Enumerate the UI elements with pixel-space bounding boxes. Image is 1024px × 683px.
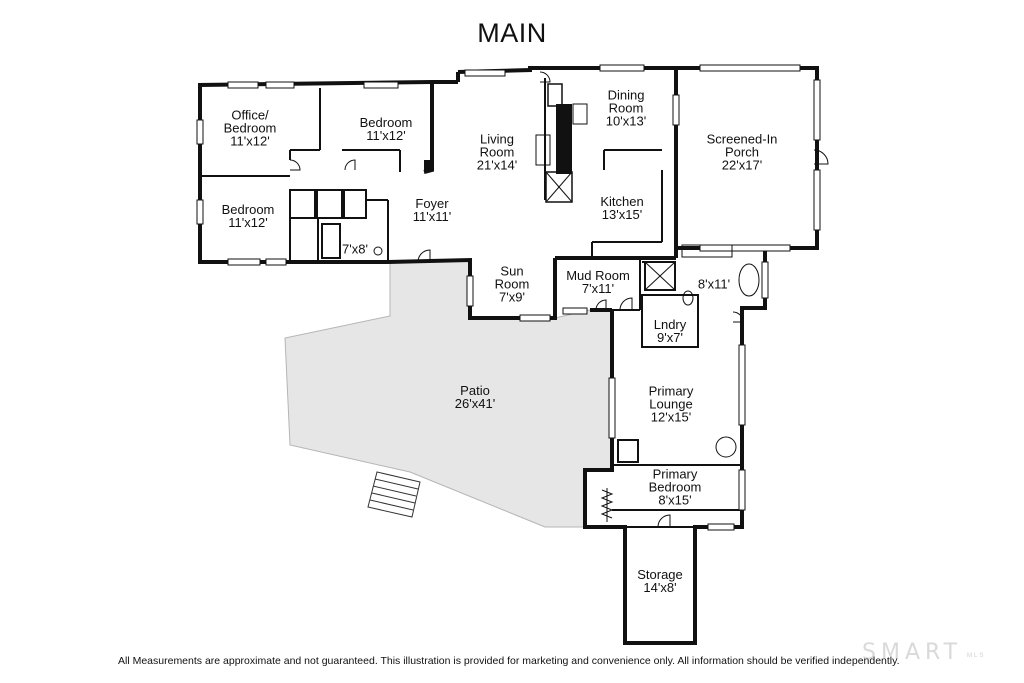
room-name: Office/ Bedroom — [223, 107, 277, 136]
patio-stairs — [367, 471, 421, 518]
room-name: Screened-In Porch — [706, 131, 778, 160]
room-storage: Storage 14'x8' — [637, 568, 683, 594]
room-size: 11'x11' — [412, 209, 452, 224]
bath-fixtures — [373, 244, 760, 458]
room-size: 7'x9' — [499, 289, 525, 305]
room-size: 9'x7' — [657, 330, 683, 345]
room-name: Foyer — [415, 196, 449, 211]
room-size: 11'x12' — [366, 128, 406, 143]
room-size: 10'x13' — [605, 113, 647, 129]
room-dining: Dining Room 10'x13' — [606, 89, 646, 128]
room-name: Primary Lounge — [648, 383, 694, 412]
room-size: 8'x11' — [697, 276, 731, 292]
room-name: Lndry — [653, 317, 687, 332]
room-mud: Mud Room 7'x11' — [566, 269, 630, 295]
room-size: 13'x15' — [601, 207, 643, 222]
room-size: 7'x8' — [342, 241, 368, 257]
room-bath-small: 7'x8' — [342, 243, 368, 256]
room-size: 8'x15' — [658, 492, 692, 508]
room-bedroom-south: Bedroom 11'x12' — [222, 203, 275, 229]
brand-logo-sub: MLS — [967, 653, 986, 659]
room-size: 11'x12' — [228, 215, 268, 230]
room-size: 26'x41' — [454, 396, 496, 411]
room-name: Patio — [460, 383, 490, 398]
room-living: Living Room 21'x14' — [477, 133, 517, 172]
room-name: Dining Room — [607, 87, 645, 116]
room-primary-bath: 8'x11' — [698, 278, 730, 291]
room-office-bedroom: Office/ Bedroom 11'x12' — [224, 109, 277, 148]
room-sun: Sun Room 7'x9' — [495, 265, 530, 304]
room-kitchen: Kitchen 13'x15' — [600, 195, 643, 221]
patio-area — [284, 259, 613, 528]
door-swings — [289, 71, 829, 528]
room-primary-bedroom: Primary Bedroom 8'x15' — [649, 468, 702, 507]
brand-logo: SMART — [862, 640, 963, 665]
room-name: Mud Room — [566, 268, 630, 283]
room-size: 21'x14' — [476, 157, 518, 173]
room-size: 14'x8' — [643, 580, 677, 595]
room-screened-porch: Screened-In Porch 22'x17' — [707, 133, 778, 172]
disclaimer: All Measurements are approximate and not… — [118, 655, 900, 667]
room-size: 22'x17' — [721, 157, 763, 173]
room-primary-lounge: Primary Lounge 12'x15' — [649, 385, 694, 424]
room-name: Storage — [637, 567, 683, 582]
room-laundry: Lndry 9'x7' — [654, 318, 687, 344]
room-foyer: Foyer 11'x11' — [413, 197, 451, 223]
interior-walls — [200, 78, 742, 528]
room-name: Kitchen — [600, 194, 644, 209]
room-size: 7'x11' — [581, 281, 615, 296]
fireplace — [535, 83, 588, 203]
room-bedroom-north: Bedroom 11'x12' — [360, 116, 413, 142]
room-name: Sun Room — [494, 263, 530, 292]
room-name: Living Room — [479, 131, 515, 160]
room-name: Bedroom — [221, 202, 275, 217]
room-size: 11'x12' — [230, 133, 270, 149]
plan-title: MAIN — [477, 18, 547, 48]
column — [424, 160, 432, 170]
room-patio: Patio 26'x41' — [455, 384, 495, 410]
closet-hatch — [600, 488, 614, 522]
room-name: Primary Bedroom — [648, 466, 702, 495]
room-name: Bedroom — [359, 115, 413, 130]
windows — [196, 64, 821, 531]
room-size: 12'x15' — [650, 409, 692, 425]
